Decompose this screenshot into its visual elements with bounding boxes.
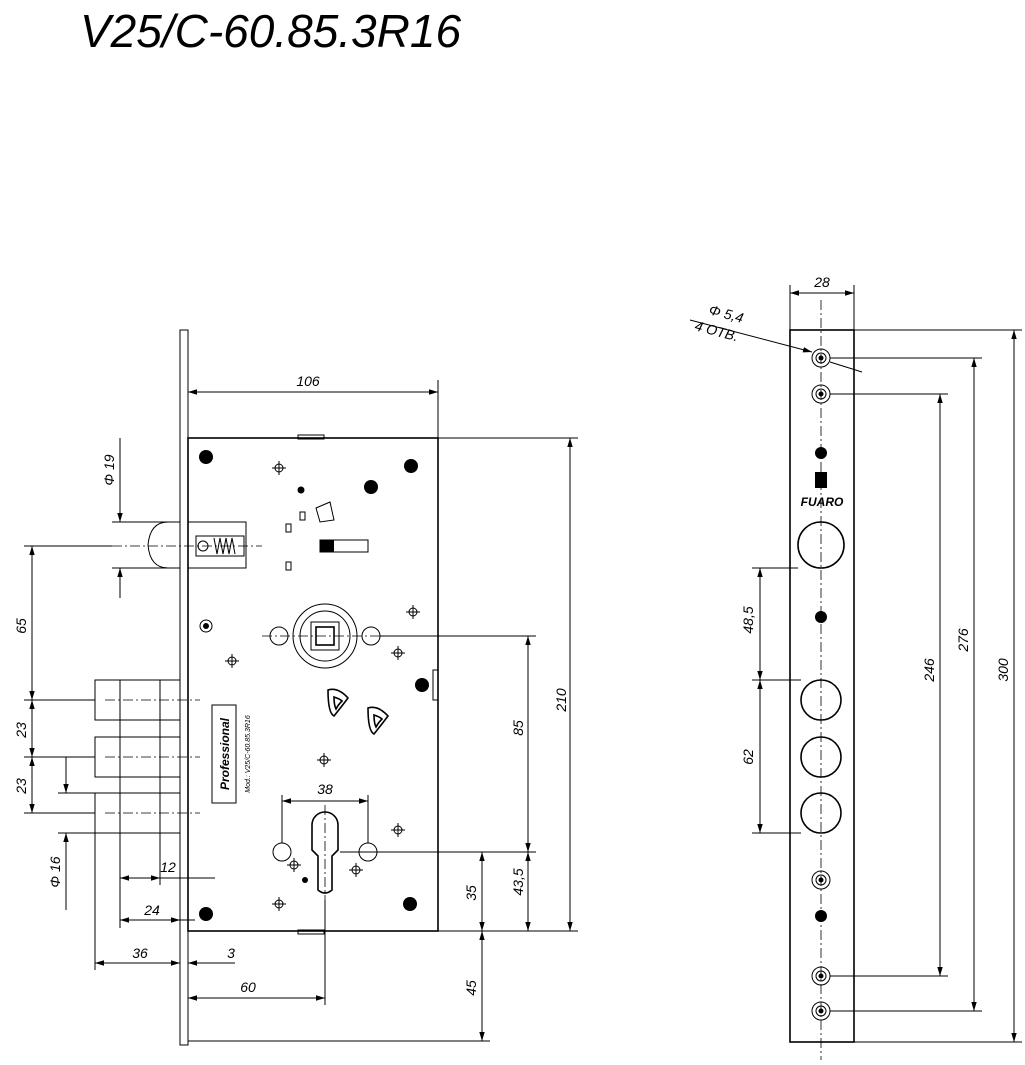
dim-65: 65 [13, 618, 29, 634]
latch-lever [315, 501, 335, 523]
dim-28: 28 [813, 274, 830, 290]
dim-62: 62 [740, 749, 756, 765]
faceplate-rivet [815, 611, 827, 623]
body-tab-top [297, 434, 325, 440]
front-view: Professional Mod.: V25/C-60.85.3R16 106 [13, 329, 578, 1046]
dim-276: 276 [955, 628, 971, 653]
dim-36: 36 [132, 945, 148, 961]
faceplate-dimensions: 28 Φ 5,4 4 ОТВ. 48,5 62 246 276 [689, 274, 1022, 1043]
dim-60: 60 [240, 979, 256, 995]
edge-notch [432, 669, 439, 701]
front-faceplate [179, 329, 189, 1046]
dim-3: 3 [227, 945, 235, 961]
dim-38: 38 [317, 781, 333, 797]
dim-24: 24 [143, 902, 160, 918]
rivet-group [225, 461, 420, 911]
dim-23-b: 23 [13, 778, 29, 795]
label-plate: Professional Mod.: V25/C-60.85.3R16 [211, 704, 252, 804]
lock-body [187, 437, 439, 932]
shield-mark [367, 706, 390, 736]
dim-35: 35 [463, 885, 479, 901]
dim-48-5: 48,5 [740, 606, 756, 633]
dim-43-5: 43,5 [510, 868, 526, 895]
deadbolts [94, 679, 200, 834]
rivet [199, 619, 213, 633]
dim-bolt-dia: Φ 16 [47, 856, 63, 887]
front-dimensions: 106 210 85 43,5 35 45 Φ 19 [13, 333, 578, 1042]
latch-bolt [112, 521, 262, 569]
dim-45: 45 [463, 980, 479, 996]
body-sublabel: Mod.: V25/C-60.85.3R16 [245, 715, 252, 793]
dim-23-a: 23 [13, 722, 29, 739]
body-screw [199, 450, 213, 464]
dim-210: 210 [553, 688, 569, 713]
body-screw [199, 907, 213, 921]
dim-106: 106 [296, 373, 320, 389]
dim-85: 85 [510, 720, 526, 736]
spindle-hub [262, 603, 392, 669]
slot [285, 561, 292, 571]
body-screw [403, 897, 417, 911]
dim-12: 12 [160, 859, 176, 875]
drawing-title: V25/C-60.85.3R16 [80, 5, 462, 57]
dim-latch-dia: Φ 19 [101, 454, 117, 485]
dim-246: 246 [921, 658, 937, 683]
faceplate [789, 329, 855, 1043]
rivet-center [203, 623, 209, 629]
faceplate-view: FUARO 28 Φ 5,4 4 ОТВ. 48,5 62 [689, 274, 1022, 1060]
brand-name: FUARO [801, 495, 844, 509]
body-screw [404, 459, 418, 473]
slot [285, 523, 292, 533]
dim-300: 300 [995, 658, 1011, 682]
body-label: Professional [218, 717, 232, 790]
body-screw [415, 678, 429, 692]
shield-mark [327, 688, 350, 718]
slot [299, 511, 306, 521]
body-screw [364, 480, 378, 494]
body-tab-bottom [297, 929, 325, 935]
